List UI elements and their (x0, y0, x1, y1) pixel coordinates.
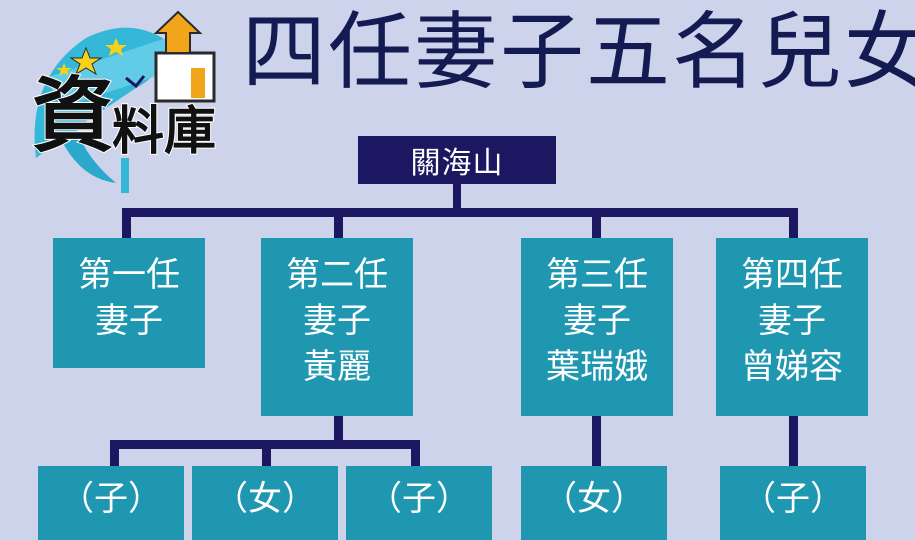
logo-text-small: 料庫 (111, 102, 217, 162)
connector-root-down (453, 184, 461, 214)
wife-node-4: 第四任 妻子 曾娣容 (716, 238, 868, 416)
connector-wife-2 (334, 208, 343, 238)
child-node-3: （子） (346, 466, 492, 540)
wife-name: 葉瑞娥 (546, 347, 648, 387)
page-title: 四任妻子五名兒女 (242, 3, 915, 101)
child-node-2: （女） (192, 466, 338, 540)
wife-ordinal: 第一任 (78, 255, 180, 295)
connector-wife2-down (334, 416, 343, 446)
wife-role: 妻子 (563, 301, 631, 341)
logo-text-big: 資 (31, 69, 115, 164)
child-gender: （子） (60, 479, 162, 519)
child-gender: （子） (368, 479, 470, 519)
connector-child-1 (110, 440, 119, 468)
connector-wives-bar (122, 208, 798, 217)
connector-child-3 (411, 440, 420, 468)
child-gender: （女） (214, 479, 316, 519)
root-node: 關海山 (358, 136, 556, 184)
child-node-4: （女） (521, 466, 667, 540)
wife-role: 妻子 (95, 301, 163, 341)
wife-name: 黃麗 (303, 347, 371, 387)
logo-graphic (34, 10, 216, 193)
wife-node-3: 第三任 妻子 葉瑞娥 (521, 238, 673, 416)
wife-ordinal: 第四任 (741, 255, 843, 295)
wife-node-2: 第二任 妻子 黃麗 (261, 238, 413, 416)
wife-role: 妻子 (303, 301, 371, 341)
child-node-1: （子） (38, 466, 184, 540)
connector-wife4-down (789, 416, 798, 468)
wife-node-1: 第一任 妻子 (53, 238, 205, 368)
child-gender: （子） (742, 479, 844, 519)
child-node-5: （子） (720, 466, 866, 540)
wife-ordinal: 第二任 (286, 255, 388, 295)
logo-text: 資料庫 (31, 69, 217, 164)
logo: 資料庫 (16, 8, 231, 208)
connector-wife-1 (122, 208, 131, 238)
wife-name: 曾娣容 (741, 347, 843, 387)
connector-wife-4 (789, 208, 798, 238)
connector-child-2 (262, 440, 271, 468)
child-gender: （女） (543, 479, 645, 519)
root-node-label: 關海山 (410, 146, 504, 181)
connector-wife-3 (592, 208, 601, 238)
connector-wife3-down (592, 416, 601, 468)
wife-role: 妻子 (758, 301, 826, 341)
wife-ordinal: 第三任 (546, 255, 648, 295)
